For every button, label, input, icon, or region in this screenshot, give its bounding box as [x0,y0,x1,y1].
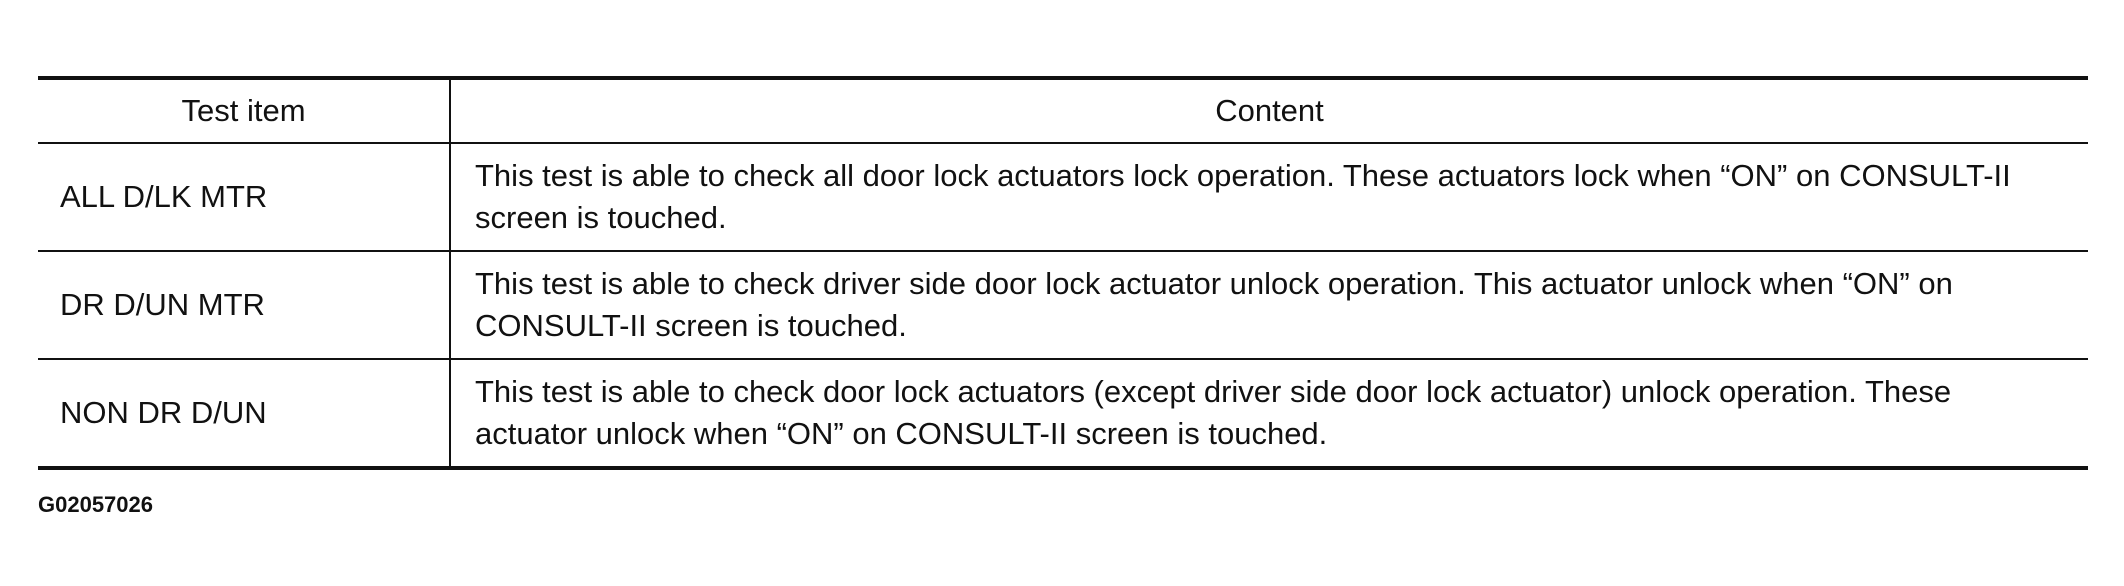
row-test-item: ALL D/LK MTR [38,143,451,252]
row-content: This test is able to check all door lock… [450,143,2088,252]
figure-id: G02057026 [38,492,153,517]
table-row: ALL D/LK MTR This test is able to check … [38,143,2088,252]
row-test-item: DR D/UN MTR [38,251,451,360]
table-header-row: Test item Content [38,78,2088,144]
table-row: NON DR D/UN This test is able to check d… [38,359,2088,468]
row-content: This test is able to check door lock act… [475,374,1952,451]
header-test-item: Test item [38,78,451,144]
test-item-table: Test item Content ALL D/LK MTR This test… [38,76,2088,470]
header-content: Content [450,78,2088,144]
row-content: This test is able to check driver side d… [450,251,2088,360]
row-test-item: NON DR D/UN [38,359,451,468]
table-row: DR D/UN MTR This test is able to check d… [38,251,2088,360]
